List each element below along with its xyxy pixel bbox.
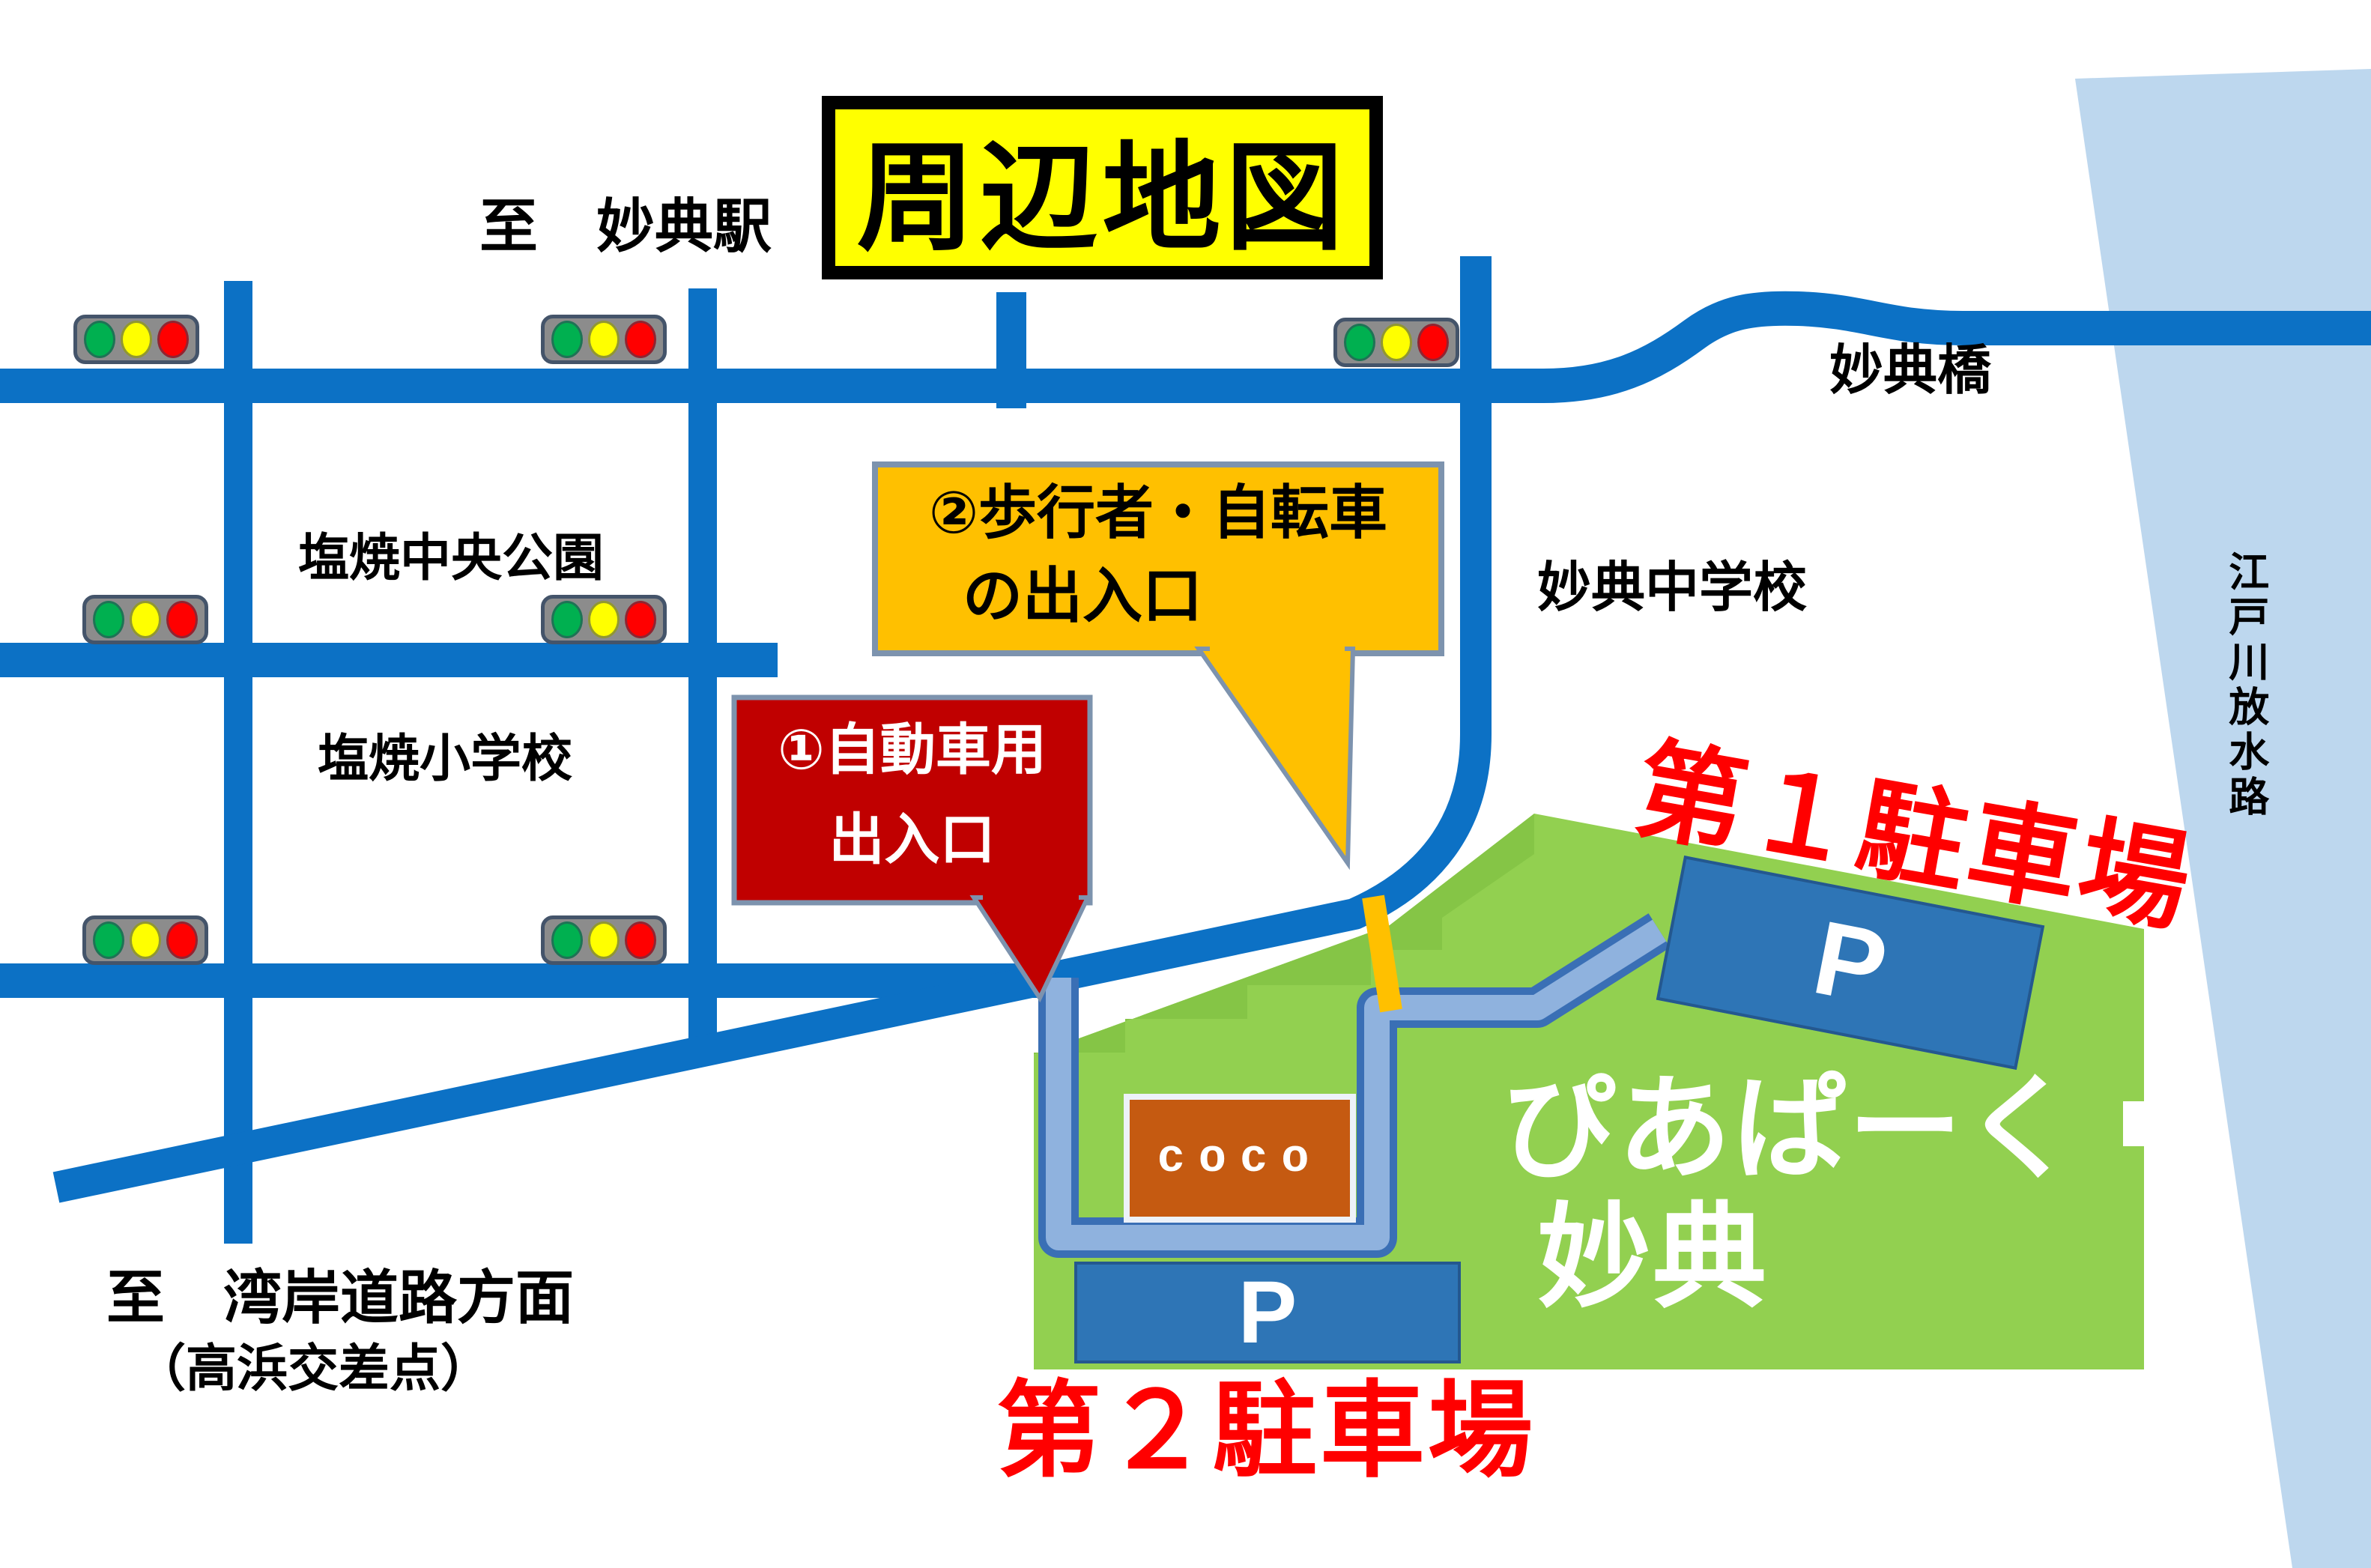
traffic-light-icon [541,915,667,965]
car-callout-line2: 出入口 [829,808,996,871]
coco-label: coco [1157,1131,1323,1185]
pedestrian-callout-line2: の出入口 [963,563,1202,629]
traffic-light-icon [1333,318,1459,367]
red-light-icon [166,921,198,959]
yellow-light-icon [587,601,620,638]
pedestrian-gate-marker [1362,895,1402,1013]
parking-lot2-box: P [1074,1262,1461,1363]
bridge-label: 妙典橋 [1829,341,1992,401]
green-light-icon [93,921,125,959]
park-name-line1: ぴあぱーく [1502,1065,2079,1193]
traffic-light-icon [82,595,208,644]
traffic-light-icon [541,315,667,364]
yellow-light-icon [587,921,620,959]
red-light-icon [166,601,198,638]
parking-symbol: P [1805,897,1896,1027]
to-station-label: 至 妙典駅 [479,193,772,259]
pedestrian-callout-line1: ②歩行者・自転車 [928,479,1388,545]
green-light-icon [93,601,125,638]
yellow-light-icon [129,601,161,638]
central-park-label: 塩焼中央公園 [298,530,605,587]
road-main-bridge [0,291,2371,403]
traffic-light-icon [73,315,199,364]
park-access-path [1038,913,1671,1258]
red-light-icon [624,601,656,638]
green-light-icon [551,601,584,638]
red-light-icon [624,321,656,358]
green-light-icon [551,321,584,358]
green-light-icon [1344,324,1376,361]
parking-symbol: P [1238,1263,1297,1362]
river-label: 江戸川放水路 [2222,551,2268,820]
yellow-light-icon [129,921,161,959]
park-name-line2: 妙典 [1537,1194,1768,1322]
red-light-icon [1417,324,1449,361]
yellow-light-icon [587,321,620,358]
car-callout-shape [731,694,1093,1003]
yellow-light-icon [120,321,152,358]
to-bay-road-label: 至 湾岸道路方面 [106,1265,575,1331]
traffic-light-icon [82,915,208,965]
map-title: 周辺地図 [856,133,1348,264]
yellow-light-icon [1380,324,1412,361]
map-title-box: 周辺地図 [822,96,1383,279]
green-light-icon [84,321,116,358]
green-light-icon [551,921,584,959]
car-callout-line1: ①自動車用 [778,718,1047,781]
river-area [2075,69,2371,1568]
coco-building: coco [1124,1094,1356,1223]
to-bay-road-sub-label: （高浜交差点） [135,1340,492,1397]
parking-lot2-label: 第２駐車場 [996,1372,1536,1489]
park-edge-band [1034,814,1534,1055]
elementary-school-label: 塩焼小学校 [318,730,573,787]
junior-high-label: 妙典中学校 [1537,558,1808,618]
pedestrian-callout-shape [872,461,1444,871]
red-light-icon [624,921,656,959]
red-light-icon [157,321,189,358]
traffic-light-icon [541,595,667,644]
